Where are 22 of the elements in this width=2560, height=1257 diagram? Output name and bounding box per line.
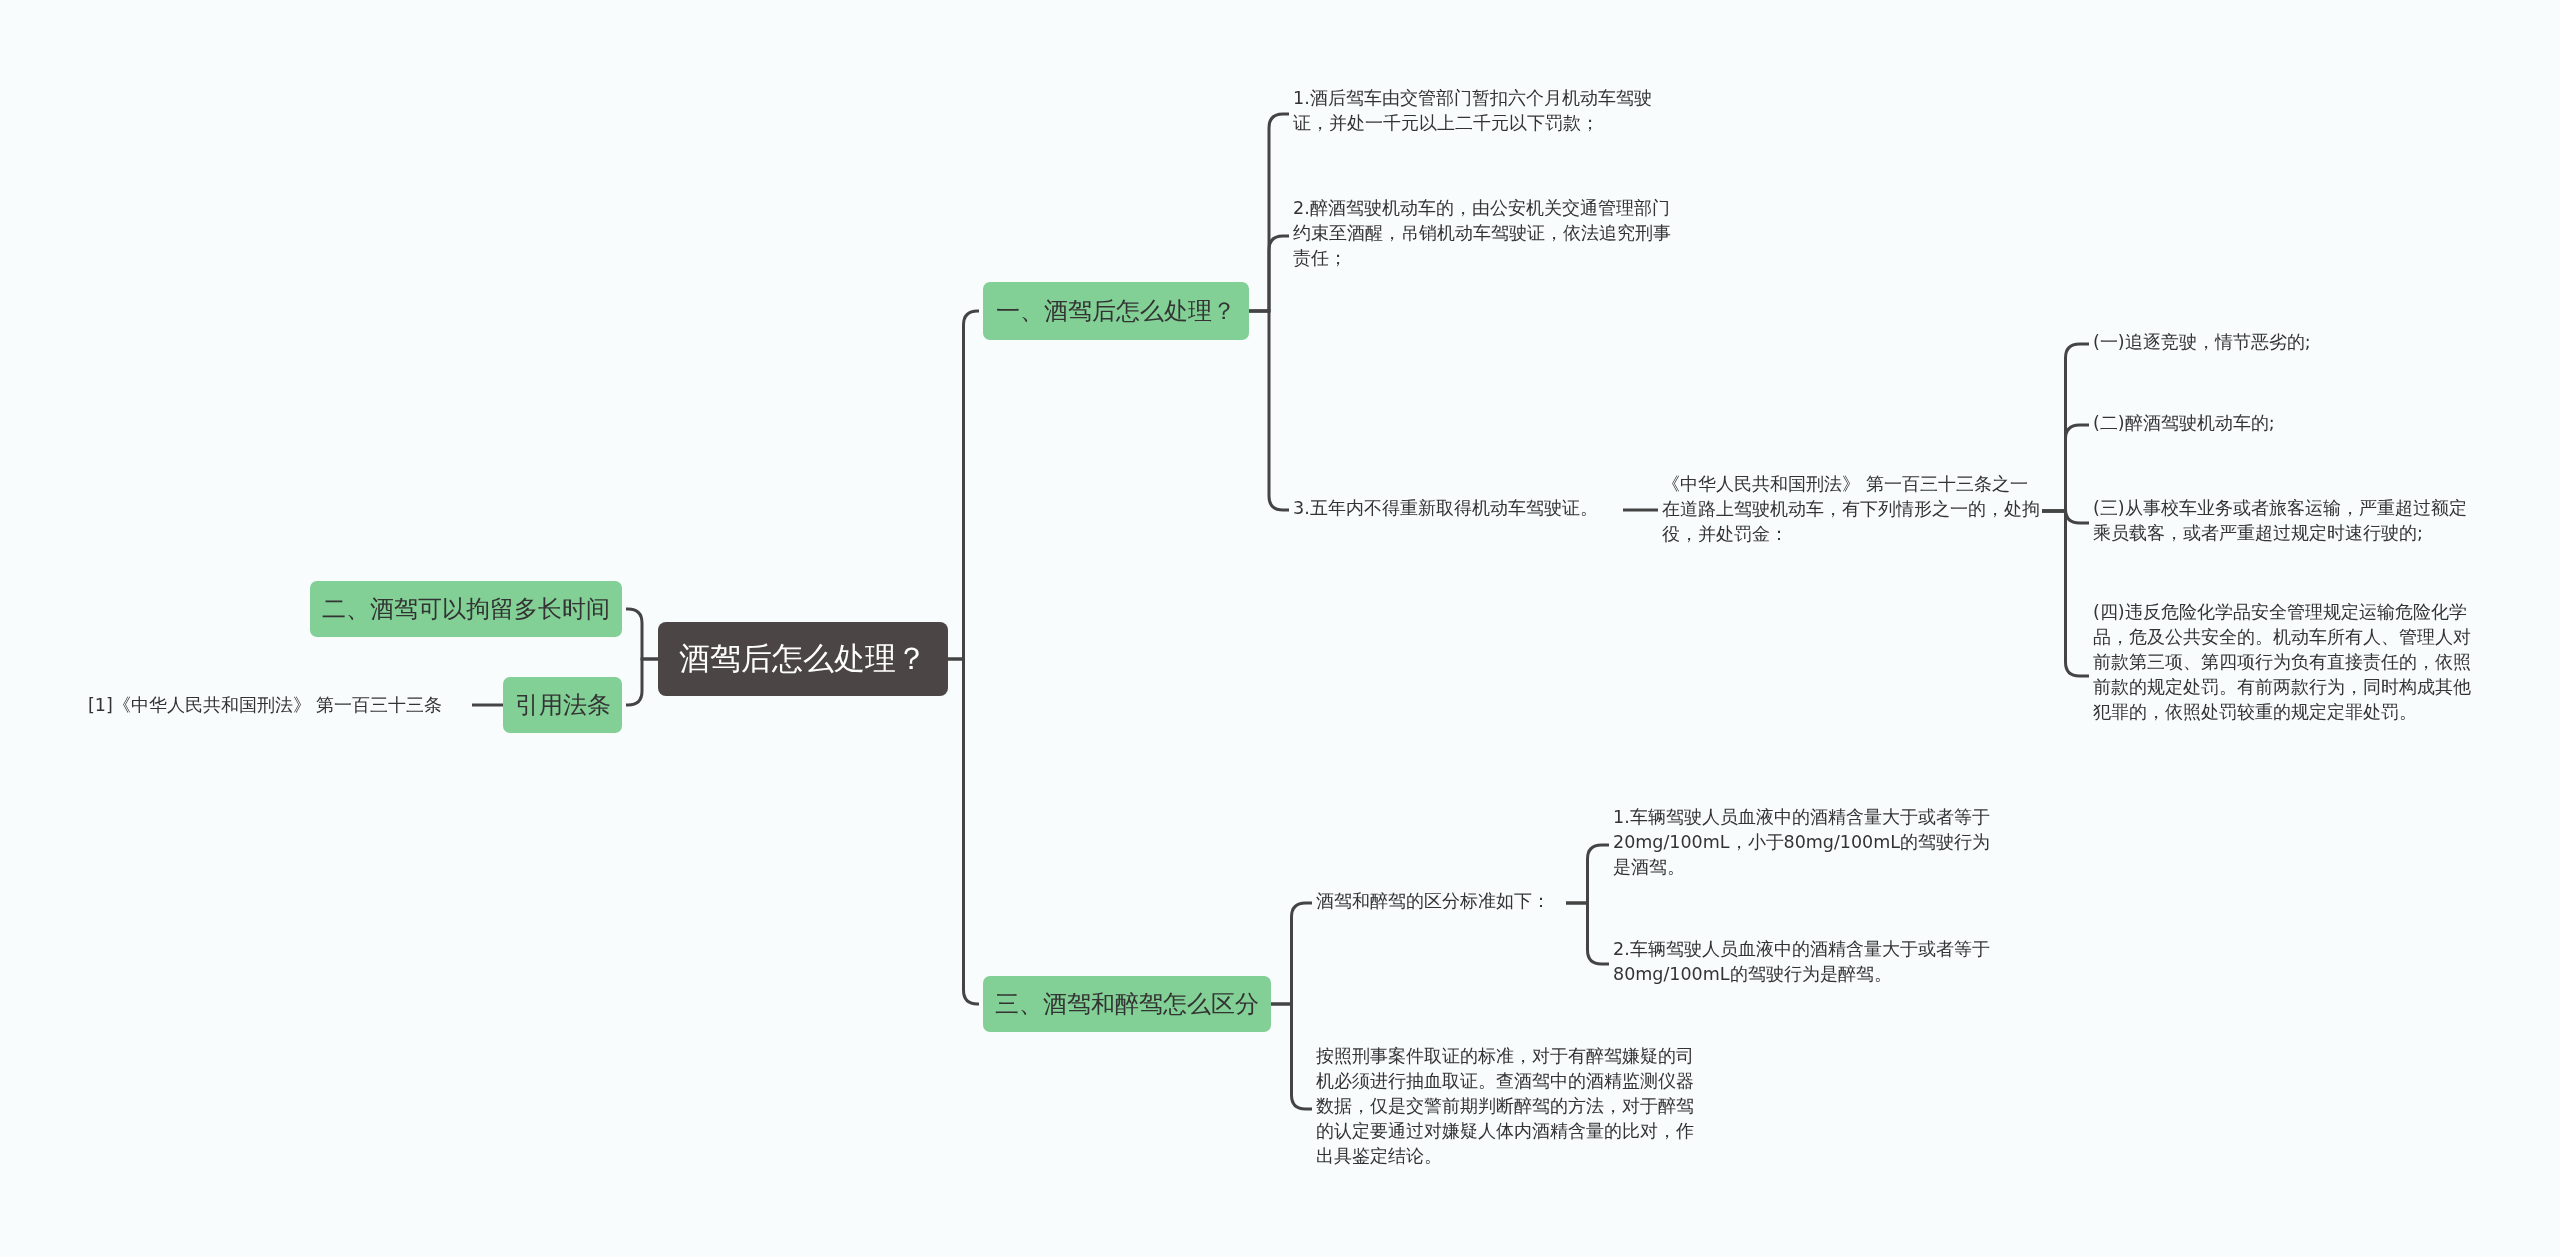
connector-line (1623, 508, 1658, 512)
topic-box: 一、酒驾后怎么处理？ (983, 282, 1249, 340)
topic-text: (二)醉酒驾驶机动车的; (2093, 411, 2483, 439)
connector-line (625, 657, 658, 707)
topic-text: 酒驾和醉驾的区分标准如下： (1316, 889, 1566, 917)
topic-text: 1.酒后驾车由交管部门暂扣六个月机动车驾驶证，并处一千元以上二千元以下罚款； (1293, 86, 1685, 142)
topic-text: 2.车辆驾驶人员血液中的酒精含量大于或者等于80mg/100mL的驾驶行为是醉驾。 (1613, 937, 2005, 991)
connector-line (472, 703, 503, 707)
topic-box: 三、酒驾和醉驾怎么区分 (983, 976, 1271, 1032)
topic-text: 按照刑事案件取证的标准，对于有醉驾嫌疑的司机必须进行抽血取证。查酒驾中的酒精监测仪器数据，仅是交警前期判断醉驾的方法，对于醉驾的认定要通过对嫌疑人体内酒精含量的比对，作出具鉴定结论。 (1316, 1044, 1708, 1174)
topic-box: 引用法条 (503, 677, 622, 733)
topic-text: 3.五年内不得重新取得机动车驾驶证。 (1293, 496, 1623, 524)
topic-text: 《中华人民共和国刑法》 第一百三十三条之一在道路上驾驶机动车，有下列情形之一的，处拘役，并处罚金： (1662, 472, 2042, 550)
central-topic-box: 酒驾后怎么处理？ (658, 622, 948, 696)
connector-line (948, 657, 980, 1006)
topic-box: 二、酒驾可以拘留多长时间 (310, 581, 622, 637)
topic-text: [1]《中华人民共和国刑法》 第一百三十三条 (88, 693, 468, 721)
topic-text: (一)追逐竞驶，情节恶劣的; (2093, 330, 2483, 358)
topic-text: 2.醉酒驾驶机动车的，由公安机关交通管理部门约束至酒醒，吊销机动车驾驶证，依法追究刑事责任； (1293, 196, 1685, 276)
topic-text: (四)违反危险化学品安全管理规定运输危险化学品，危及公共安全的。机动车所有人、管理人对前款第三项、第四项行为负有直接责任的，依照前款的规定处罚。有前两款行为，同时构成其他犯罪的，依照处罚较重的规定定罪处罚。 (2093, 600, 2483, 752)
topic-text: (三)从事校车业务或者旅客运输，严重超过额定乘员载客，或者严重超过规定时速行驶的; (2093, 496, 2483, 550)
topic-text: 1.车辆驾驶人员血液中的酒精含量大于或者等于20mg/100mL，小于80mg/100mL的驾驶行为是酒驾。 (1613, 805, 2005, 885)
